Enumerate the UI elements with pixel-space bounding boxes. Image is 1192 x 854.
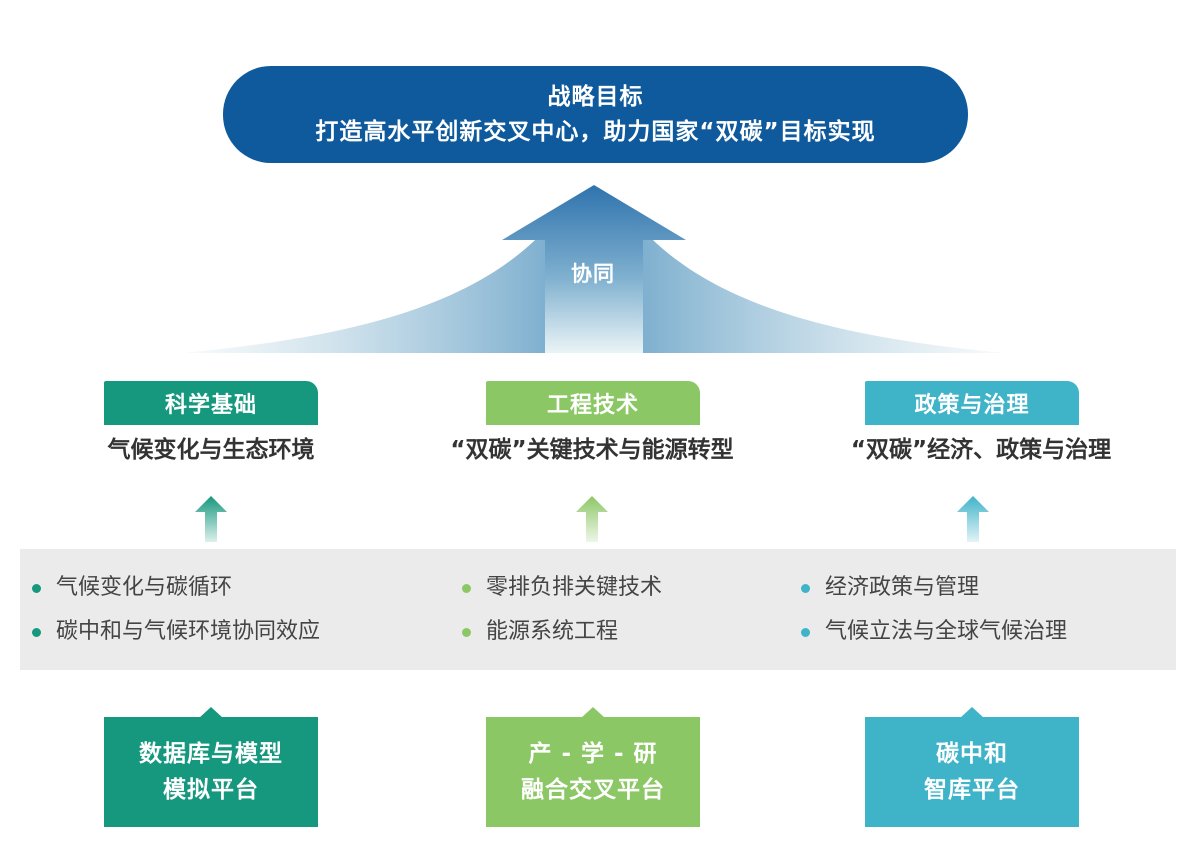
list-item: 气候立法与全球气候治理 [801, 610, 1067, 654]
platform-line: 模拟平台 [163, 777, 259, 803]
up-arrow-science [195, 496, 227, 542]
bullet-dot-icon [32, 583, 41, 593]
platform-line: 数据库与模型 [139, 741, 283, 767]
up-arrow-policy [957, 496, 989, 542]
platform-engineering: 产 - 学 - 研 融合交叉平台 [486, 707, 700, 827]
list-item: 经济政策与管理 [801, 566, 1067, 610]
goal-text: 打造高水平创新交叉中心，助力国家“双碳”目标实现 [315, 118, 876, 145]
pillar-tag-engineering: 工程技术 [486, 381, 700, 425]
up-arrow-engineering [576, 496, 608, 542]
platform-policy: 碳中和 智库平台 [865, 707, 1079, 827]
pillar-subtitle-policy: “双碳”经济、政策与治理 [850, 437, 1112, 463]
strategic-goal-banner: 战略目标 打造高水平创新交叉中心，助力国家“双碳”目标实现 [223, 66, 968, 163]
list-item: 零排负排关键技术 [462, 566, 662, 610]
list-item: 气候变化与碳循环 [32, 566, 320, 610]
bullet-list-science: 气候变化与碳循环 碳中和与气候环境协同效应 [32, 566, 320, 654]
synergy-arrow-right-wing [643, 230, 1005, 353]
synergy-label: 协同 [571, 262, 615, 286]
pillar-tag-policy: 政策与治理 [865, 381, 1079, 425]
synergy-arrow-shaft [502, 185, 686, 353]
bullet-dot-icon [462, 627, 471, 637]
pillar-subtitle-science: 气候变化与生态环境 [107, 437, 315, 463]
goal-title: 战略目标 [547, 83, 644, 110]
pillar-tag-science: 科学基础 [104, 381, 318, 425]
platform-line: 智库平台 [924, 777, 1020, 803]
platform-line: 融合交叉平台 [521, 777, 665, 803]
platform-line: 碳中和 [936, 741, 1008, 767]
bullet-list-policy: 经济政策与管理 气候立法与全球气候治理 [801, 566, 1067, 654]
research-areas-band [20, 549, 1176, 670]
platform-science: 数据库与模型 模拟平台 [104, 707, 318, 827]
bullet-dot-icon [32, 627, 41, 637]
bullet-dot-icon [462, 583, 471, 593]
bullet-list-engineering: 零排负排关键技术 能源系统工程 [462, 566, 662, 654]
list-item: 能源系统工程 [462, 610, 662, 654]
pillar-subtitle-engineering: “双碳”关键技术与能源转型 [450, 437, 734, 463]
list-item: 碳中和与气候环境协同效应 [32, 610, 320, 654]
bullet-dot-icon [801, 627, 810, 637]
synergy-arrow-left-wing [183, 230, 545, 353]
bullet-dot-icon [801, 583, 810, 593]
platform-line: 产 - 学 - 研 [528, 741, 658, 767]
